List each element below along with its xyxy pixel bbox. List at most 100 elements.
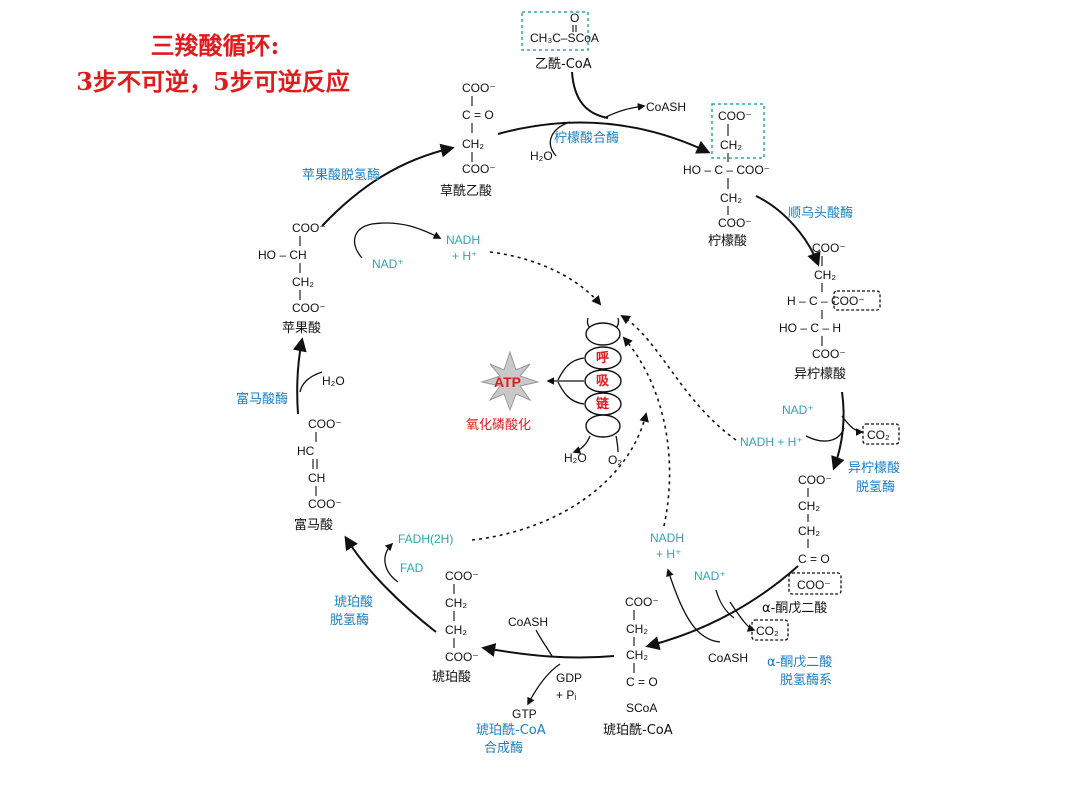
- chain-o2: O₂: [608, 453, 622, 467]
- succ-line-4: COO⁻: [445, 650, 479, 664]
- cofactor-gtp: GTP: [512, 707, 537, 721]
- akg-name: α-酮戊二酸: [762, 601, 827, 616]
- chain-membrane-top: [585, 322, 621, 346]
- scoa-line-3: CH₂: [626, 648, 648, 662]
- oxaloacetate: COO⁻ C = O CH₂ COO⁻ 草酰乙酸: [440, 81, 496, 199]
- chain-link-1: [557, 357, 585, 381]
- acetyl-formula: CH₃C–SCoA: [530, 31, 599, 45]
- oaa-line-2: C = O: [462, 108, 494, 122]
- akg-line-3: CH₂: [798, 524, 820, 538]
- succ-line-2: CH₂: [445, 596, 467, 610]
- coash-release-2: [535, 629, 553, 657]
- h2o-input: [549, 121, 571, 157]
- atp-star: [480, 350, 540, 412]
- co2-box-2: [751, 619, 789, 641]
- scoa-line-4: C = O: [626, 675, 658, 689]
- succinyl-coa: COO⁻ CH₂ CH₂ C = O SCoA 琥珀酰-CoA: [603, 595, 673, 738]
- akg-line-1: COO⁻: [798, 473, 832, 487]
- arrow-succinate-to-fumarate: [344, 535, 437, 633]
- mal-line-1: COO⁻: [292, 221, 326, 235]
- chain-char-3: 链: [595, 396, 610, 412]
- arrow-akg-to-succinyl-coa: [645, 565, 799, 650]
- cofactor-nad-4: NAD⁺: [372, 257, 404, 271]
- succ-line-3: CH₂: [445, 623, 467, 637]
- succinate: COO⁻ CH₂ CH₂ COO⁻ 琥珀酸: [432, 569, 479, 685]
- enzyme-mdh: 苹果酸脱氢酶: [302, 167, 380, 183]
- cofactor-h-plus-3: + H⁺: [656, 547, 681, 561]
- succ-line-1: COO⁻: [445, 569, 479, 583]
- arrow-succinyl-coa-to-succinate: [481, 643, 615, 659]
- mal-line-4: COO⁻: [292, 301, 326, 315]
- scoa-line-1: COO⁻: [625, 595, 659, 609]
- enzyme-akgdh-2: 脱氢酶系: [780, 672, 832, 688]
- cit-line-3: HO – C – COO⁻: [683, 163, 770, 177]
- enzyme-idh-2: 脱氢酶: [856, 479, 895, 495]
- oaa-line-4: COO⁻: [462, 162, 496, 176]
- cofactor-h2o-2: H₂O: [322, 374, 345, 388]
- fum-line-4: COO⁻: [308, 497, 342, 511]
- arrow-fumarate-to-malate: [292, 337, 307, 415]
- fumarate: COO⁻ HC CH COO⁻ 富马酸: [294, 417, 342, 533]
- cofactor-co2-2: CO₂: [756, 624, 779, 638]
- chain-complex-2: [584, 369, 622, 393]
- enzyme-sdh-2: 脱氢酶: [330, 612, 369, 628]
- chain-char-2: 吸: [596, 374, 610, 389]
- title-line-2: 3步不可逆，5步可逆反应: [76, 67, 349, 96]
- citrate-highlight-box: [711, 103, 765, 159]
- o2-in-line: [615, 435, 619, 453]
- iso-line-5: COO⁻: [812, 347, 846, 361]
- cit-line-4: CH₂: [720, 191, 742, 205]
- enzyme-sdh-1: 琥珀酸: [334, 595, 373, 610]
- malate: COO⁻ HO – CH CH₂ COO⁻ 苹果酸: [258, 221, 326, 336]
- cofactor-nadh-4: NADH: [446, 233, 480, 247]
- nad-input-2: [715, 589, 735, 619]
- enzyme-citrate-synthase: 柠檬酸合酶: [554, 130, 619, 146]
- isocitrate: COO⁻ CH₂ H – C – COO⁻ HO – C – H COO⁻ 异柠…: [779, 241, 881, 382]
- iso-line-4: HO – C – H: [779, 321, 841, 335]
- atp-label: ATP: [494, 374, 521, 390]
- cofactor-nadh-h-1: NADH + H⁺: [740, 435, 803, 449]
- cofactor-nad-1: NAD⁺: [782, 403, 814, 417]
- arrow-oaa-to-citrate: [497, 121, 711, 154]
- fum-line-3: CH: [308, 471, 325, 485]
- co2-release-1: [841, 415, 864, 436]
- nadh-output-4: [353, 222, 442, 259]
- cofactor-co2-1: CO₂: [867, 428, 890, 442]
- enzyme-fumarase: 富马酸酶: [236, 391, 288, 407]
- coash-release: [603, 103, 646, 119]
- nadh-to-chain-2: [620, 314, 737, 441]
- chain-h2o: H₂O: [564, 451, 587, 465]
- atp-burst: ATP: [480, 350, 540, 412]
- akg-line-4: C = O: [798, 552, 830, 566]
- nadh-to-chain-3: [622, 336, 671, 527]
- h2o-out-arrow: [572, 435, 591, 454]
- oxidative-phosphorylation-label: 氧化磷酸化: [466, 418, 531, 433]
- cit-line-1: COO⁻: [718, 109, 752, 123]
- arrow-malate-to-oaa: [321, 143, 455, 227]
- enzyme-scs-1: 琥珀酰-CoA: [476, 723, 546, 738]
- cofactor-h2o-1: H₂O: [530, 149, 553, 163]
- chain-link-2: [557, 381, 585, 405]
- citrate-name: 柠檬酸: [708, 234, 747, 249]
- fum-line-1: COO⁻: [308, 417, 342, 431]
- cofactor-nadh-3: NADH: [650, 531, 684, 545]
- chain-char-1: 呼: [596, 350, 609, 366]
- oaa-line-3: CH₂: [462, 137, 484, 151]
- succinyl-coa-name: 琥珀酰-CoA: [603, 723, 673, 738]
- respiratory-chain: 呼 吸 链 H₂O O₂: [546, 317, 622, 467]
- cit-line-2: CH₂: [720, 138, 742, 152]
- cit-line-5: COO⁻: [718, 216, 752, 230]
- akg-line-2: CH₂: [798, 499, 820, 513]
- fumarate-name: 富马酸: [294, 517, 333, 533]
- enzyme-idh-1: 异柠檬酸: [848, 461, 900, 476]
- fadh-output: [384, 542, 399, 583]
- citrate: COO⁻ CH₂ HO – C – COO⁻ CH₂ COO⁻ 柠檬酸: [683, 103, 770, 249]
- malate-name: 苹果酸: [282, 321, 321, 336]
- cofactor-fad: FAD: [400, 561, 424, 575]
- acetyl-o: O: [570, 11, 579, 25]
- akg-line-5: COO⁻: [797, 578, 831, 592]
- enzyme-akgdh-1: α-酮戊二酸: [767, 655, 832, 670]
- mal-line-3: CH₂: [292, 275, 314, 289]
